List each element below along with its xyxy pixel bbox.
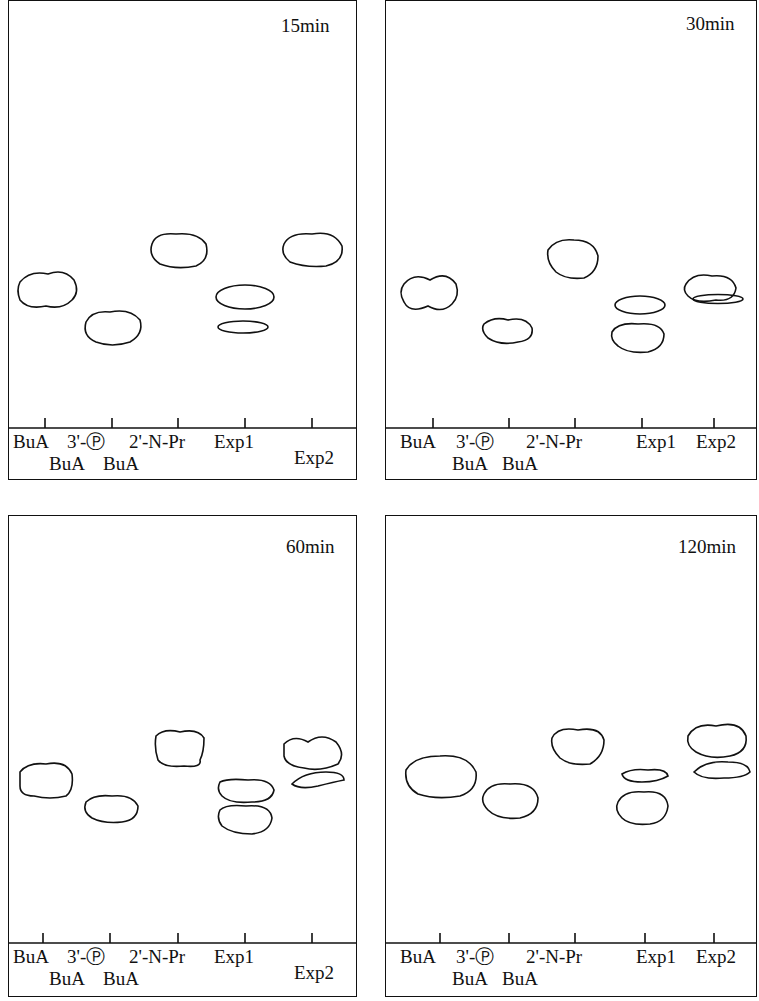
lane-label: Exp1 <box>214 946 254 968</box>
lane-label: 2'-N-Pr <box>526 946 582 968</box>
lane-label: 3'-Ⓟ <box>67 431 105 453</box>
lane-label: BuA <box>502 453 538 475</box>
time-label: 120min <box>678 536 736 558</box>
lane-label: 2'-N-Pr <box>129 431 185 453</box>
lane-label: 3'-Ⓟ <box>456 431 494 453</box>
lane-label: BuA <box>103 968 139 990</box>
lane-label: BuA <box>452 453 488 475</box>
time-label: 60min <box>286 536 335 558</box>
lane-label: BuA <box>49 968 85 990</box>
chromatogram-panel: 30minBuA3'-Ⓟ2'-N-PrExp1Exp2BuABuA <box>385 0 757 480</box>
lane-label: BuA <box>502 968 538 990</box>
lane-label: Exp2 <box>696 946 736 968</box>
lane-label: BuA <box>13 431 49 453</box>
lane-label: BuA <box>400 946 436 968</box>
lane-label: BuA <box>49 453 85 475</box>
lane-label: Exp1 <box>214 431 254 453</box>
lane-label: BuA <box>452 968 488 990</box>
time-label: 15min <box>281 15 330 37</box>
lane-label: Exp2 <box>696 431 736 453</box>
lane-label: BuA <box>13 946 49 968</box>
lane-label: BuA <box>400 431 436 453</box>
lane-label: Exp1 <box>636 946 676 968</box>
lane-label: 2'-N-Pr <box>129 946 185 968</box>
chromatogram-panel: 15minBuA3'-Ⓟ2'-N-PrExp1BuABuAExp2 <box>8 0 357 480</box>
lane-label: BuA <box>103 453 139 475</box>
chromatogram-panel: 60minBuA3'-Ⓟ2'-N-PrExp1BuABuAExp2 <box>8 515 357 997</box>
lane-label: Exp2 <box>294 962 334 984</box>
lane-label: 2'-N-Pr <box>526 431 582 453</box>
lane-label: Exp2 <box>294 447 334 469</box>
lane-label: 3'-Ⓟ <box>67 946 105 968</box>
lane-label: Exp1 <box>636 431 676 453</box>
lane-label: 3'-Ⓟ <box>456 946 494 968</box>
chromatogram-panel: 120minBuA3'-Ⓟ2'-N-PrExp1Exp2BuABuA <box>385 515 757 997</box>
time-label: 30min <box>686 13 735 35</box>
